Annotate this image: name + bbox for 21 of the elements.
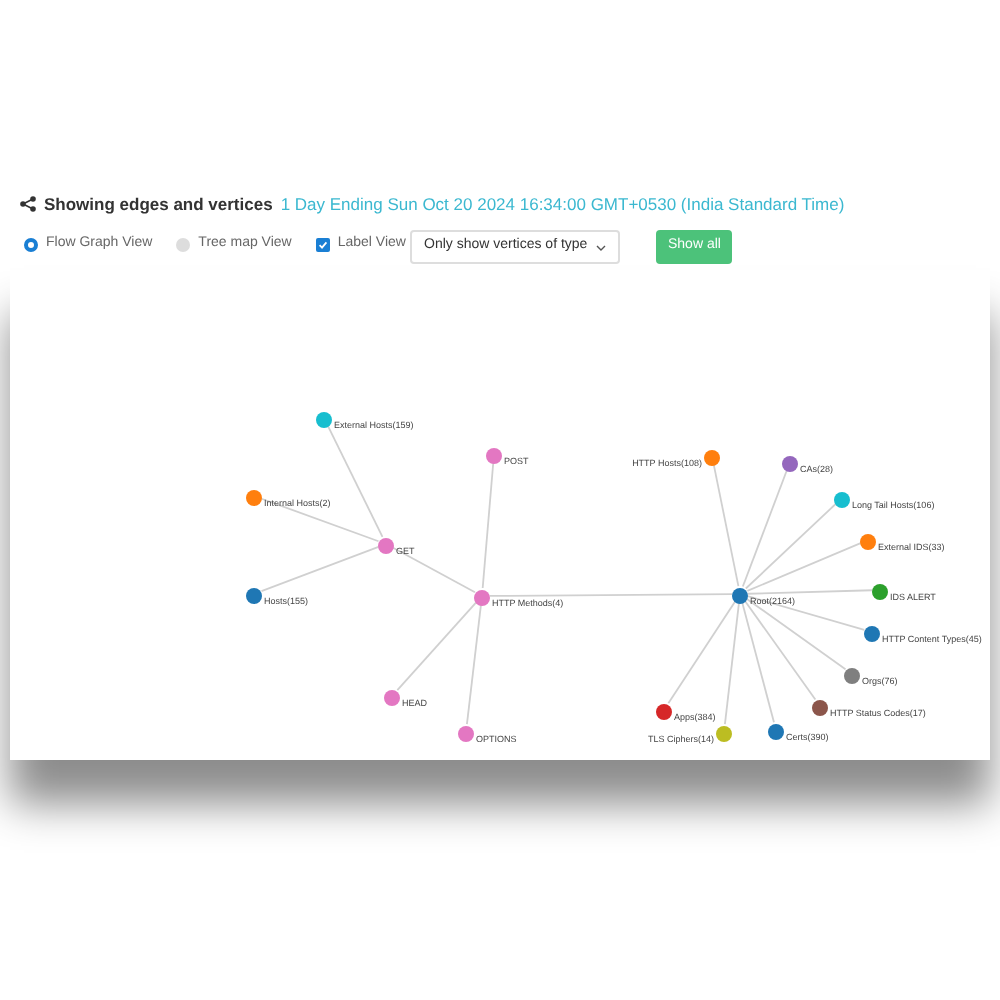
connector-line	[466, 603, 482, 725]
connector-line	[260, 545, 380, 593]
connector-line	[724, 601, 740, 725]
connector-line	[746, 542, 862, 592]
heading: Showing edges and vertices	[44, 192, 273, 218]
connector-line	[744, 502, 838, 590]
connector-line	[260, 497, 380, 543]
connector-line	[392, 546, 476, 594]
connector-line	[326, 424, 384, 538]
connector-line	[667, 599, 737, 705]
connector-line	[741, 468, 789, 588]
connector-line	[396, 601, 478, 691]
connector-line	[741, 600, 775, 724]
connector-line	[746, 595, 866, 631]
connector-line	[489, 593, 733, 597]
connector-line	[747, 589, 873, 595]
connector-line	[745, 597, 847, 671]
connector-line	[712, 462, 740, 588]
time-range: 1 Day Ending Sun Oct 20 2024 16:34:00 GMT+0530 (India Standard Time)	[280, 192, 845, 218]
connector-line	[481, 461, 495, 589]
connector-line	[743, 599, 817, 701]
